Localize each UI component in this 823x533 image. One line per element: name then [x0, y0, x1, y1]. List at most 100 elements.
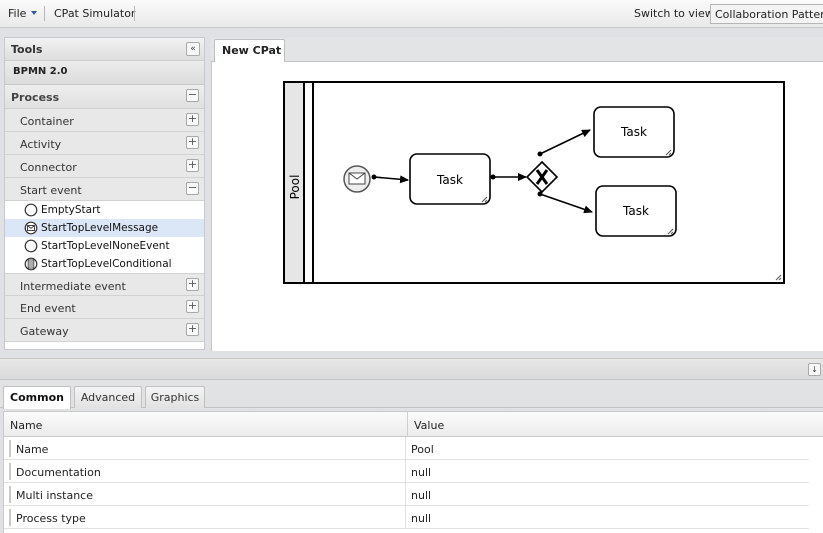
- table-row[interactable]: Name Pool: [4, 437, 809, 460]
- flow-start-dot: [537, 151, 543, 157]
- switch-view-label: Switch to view:: [634, 7, 717, 20]
- properties-tab-bar: Common Advanced Graphics: [0, 381, 823, 409]
- exclusive-gateway[interactable]: [525, 160, 559, 194]
- tool-label: StartTopLevelMessage: [41, 222, 159, 234]
- tools-title: Tools: [11, 43, 43, 56]
- table-row[interactable]: Process type null: [4, 506, 809, 529]
- task-center-label: Task: [436, 173, 463, 187]
- tab-common[interactable]: Common: [3, 386, 71, 409]
- group-process-label: Process: [11, 91, 60, 104]
- group-intermediate-event-label: Intermediate event: [20, 280, 126, 293]
- column-divider[interactable]: [407, 412, 408, 437]
- toolbar-divider: [44, 6, 45, 21]
- property-name: Multi instance: [16, 489, 93, 502]
- pool-label: Pool: [288, 175, 302, 200]
- group-connector-label: Connector: [20, 161, 77, 174]
- top-toolbar: File CPat Simulator Switch to view: Coll…: [0, 0, 823, 28]
- sequence-flow[interactable]: [539, 129, 591, 155]
- empty-circle-icon: [24, 239, 38, 253]
- column-name-header[interactable]: Name: [10, 419, 43, 432]
- expand-icon[interactable]: +: [186, 158, 199, 172]
- group-activity-label: Activity: [20, 138, 62, 151]
- flow-start-dot: [371, 174, 377, 180]
- row-divider: [405, 460, 406, 483]
- property-value[interactable]: null: [411, 489, 432, 502]
- row-marker: [9, 463, 11, 480]
- group-start-event-label: Start event: [20, 184, 82, 197]
- group-intermediate-event[interactable]: Intermediate event +: [5, 273, 204, 296]
- group-process[interactable]: Process −: [5, 85, 204, 109]
- row-marker: [9, 440, 11, 457]
- property-name: Process type: [16, 512, 86, 525]
- tab-new-cpat[interactable]: New CPat: [214, 39, 285, 62]
- tools-panel: Tools « BPMN 2.0 Process − Container + A…: [4, 37, 205, 350]
- group-start-event[interactable]: Start event −: [5, 178, 204, 201]
- collapse-icon[interactable]: −: [186, 88, 199, 102]
- tools-panel-header: Tools «: [5, 38, 204, 61]
- bpmn-diagram: Pool Task Task: [283, 81, 785, 284]
- group-container[interactable]: Container +: [5, 109, 204, 132]
- empty-circle-icon: [24, 203, 38, 217]
- properties-table-header: Name Value: [4, 412, 823, 437]
- row-divider: [405, 506, 406, 529]
- sequence-flow[interactable]: [539, 193, 593, 214]
- task-top-label: Task: [620, 125, 647, 139]
- collapse-icon[interactable]: −: [186, 181, 199, 195]
- row-marker: [9, 509, 11, 526]
- tool-label: StartTopLevelConditional: [41, 258, 172, 270]
- expand-icon[interactable]: +: [186, 135, 199, 149]
- property-name: Documentation: [16, 466, 101, 479]
- table-row[interactable]: Multi instance null: [4, 483, 809, 506]
- property-value[interactable]: null: [411, 512, 432, 525]
- message-circle-icon: [24, 221, 38, 235]
- tab-advanced[interactable]: Advanced: [74, 386, 142, 408]
- file-menu[interactable]: File: [8, 7, 38, 20]
- cpat-simulator-button[interactable]: CPat Simulator: [54, 7, 136, 20]
- tool-start-top-level-none-event[interactable]: StartTopLevelNoneEvent: [5, 237, 204, 255]
- column-value-header[interactable]: Value: [414, 419, 445, 432]
- toolbar-divider: [134, 6, 135, 21]
- group-end-event[interactable]: End event +: [5, 296, 204, 319]
- view-select[interactable]: Collaboration Pattern: [710, 4, 823, 24]
- conditional-circle-icon: [24, 257, 38, 271]
- tool-empty-start[interactable]: EmptyStart: [5, 201, 204, 219]
- expand-down-icon[interactable]: ↓: [808, 363, 821, 376]
- chevron-down-icon: [31, 11, 38, 15]
- tool-label: EmptyStart: [41, 204, 101, 216]
- tool-label: StartTopLevelNoneEvent: [41, 240, 170, 252]
- diagram-canvas[interactable]: Pool Task Task: [211, 62, 823, 351]
- panel-splitter[interactable]: ↓: [0, 358, 823, 380]
- properties-table: Name Value Name Pool Documentation null …: [3, 411, 823, 533]
- property-name: Name: [16, 443, 49, 456]
- expand-icon[interactable]: +: [186, 322, 199, 336]
- expand-icon[interactable]: +: [186, 112, 199, 126]
- flow-start-dot: [490, 174, 496, 180]
- group-gateway[interactable]: Gateway +: [5, 319, 204, 342]
- collapse-panel-icon[interactable]: «: [186, 42, 200, 56]
- expand-icon[interactable]: +: [186, 277, 199, 291]
- file-menu-label: File: [8, 7, 27, 20]
- row-divider: [405, 483, 406, 506]
- task-bottom-label: Task: [622, 204, 649, 218]
- editor-tab-bar: New CPat: [211, 37, 823, 62]
- expand-icon[interactable]: +: [186, 299, 199, 313]
- group-gateway-label: Gateway: [20, 325, 69, 338]
- row-divider: [405, 437, 406, 460]
- task-top[interactable]: Task: [593, 106, 675, 158]
- table-row[interactable]: Documentation null: [4, 460, 809, 483]
- sequence-flow[interactable]: [373, 175, 409, 184]
- task-bottom[interactable]: Task: [595, 185, 677, 237]
- task-center[interactable]: Task: [409, 153, 491, 205]
- group-activity[interactable]: Activity +: [5, 132, 204, 155]
- group-connector[interactable]: Connector +: [5, 155, 204, 178]
- tool-start-top-level-message[interactable]: StartTopLevelMessage: [5, 219, 204, 237]
- tool-start-top-level-conditional[interactable]: StartTopLevelConditional: [5, 255, 204, 273]
- tab-graphics[interactable]: Graphics: [145, 386, 205, 408]
- property-value[interactable]: null: [411, 466, 432, 479]
- start-message-event[interactable]: [343, 165, 371, 193]
- flow-start-dot: [537, 191, 543, 197]
- row-marker: [9, 486, 11, 503]
- group-container-label: Container: [20, 115, 74, 128]
- property-value[interactable]: Pool: [411, 443, 434, 456]
- group-end-event-label: End event: [20, 302, 76, 315]
